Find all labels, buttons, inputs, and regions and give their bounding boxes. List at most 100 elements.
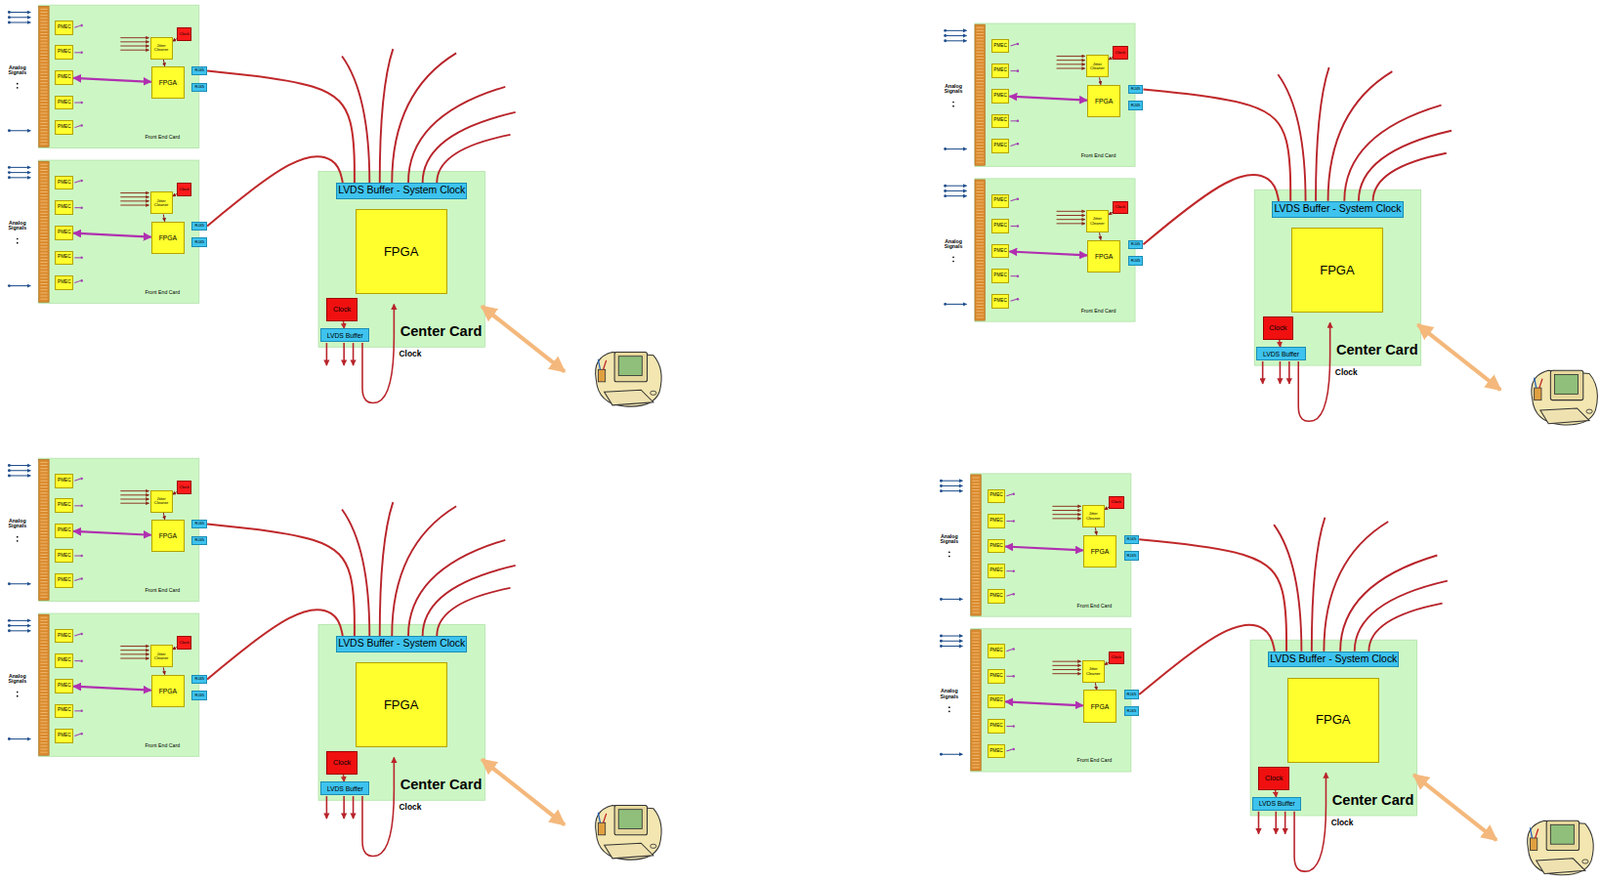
- pmec-chip: PMEC: [54, 548, 74, 564]
- connector-pin: [40, 489, 47, 491]
- jitter-cleaner-chip: Jitter Cleaner: [1082, 660, 1105, 683]
- analog-input-arrow: [945, 185, 968, 187]
- clock-oscillator: Clock: [326, 751, 357, 775]
- connector-pin: [40, 587, 47, 589]
- ellipsis-dot: [16, 242, 19, 245]
- node-text: PMEC: [57, 553, 72, 559]
- connector-pin: [40, 255, 47, 257]
- connector-pin: [976, 237, 984, 239]
- pmec-chip: PMEC: [54, 678, 74, 694]
- pmec-chip: PMEC: [991, 114, 1011, 129]
- ellipsis-dot: [16, 238, 19, 241]
- clock-cable: [1311, 517, 1326, 652]
- connector-pin: [40, 94, 47, 96]
- connector-pin: [40, 270, 47, 272]
- node-text: RJ45: [1131, 258, 1141, 263]
- rj45-connector: RJ45: [1128, 240, 1144, 250]
- node-text: FPGA: [159, 79, 177, 86]
- fpga-chip: FPGA: [1291, 227, 1384, 313]
- connector-pin: [971, 663, 979, 665]
- drawing-rect: [1550, 824, 1574, 844]
- connector-pin: [40, 212, 47, 214]
- connector-pin: [40, 674, 47, 676]
- chip-output-dot: [80, 179, 84, 183]
- connector-pin: [40, 526, 47, 528]
- connector-pin: [40, 535, 47, 537]
- chip-output-stub: [74, 207, 81, 209]
- connector-pin: [40, 666, 47, 668]
- connector-pin: [40, 66, 47, 68]
- connector-pin: [971, 635, 979, 637]
- connector-pin: [976, 30, 984, 32]
- connector-pin: [40, 653, 47, 655]
- node-text: Jitter Cleaner: [1084, 511, 1103, 521]
- front-end-card: PMECPMECPMECPMECPMECJitter CleanerClockF…: [39, 4, 200, 148]
- ellipsis-dot: [16, 695, 19, 698]
- card-board: [318, 625, 485, 801]
- analog-input-arrow: [8, 285, 31, 287]
- data-bus-arrow: [73, 233, 151, 238]
- node-text: RJ45: [194, 676, 205, 681]
- connector-pin: [40, 569, 47, 571]
- connector-pin: [971, 519, 979, 521]
- node-text: PMEC: [989, 673, 1004, 679]
- node-text: PMEC: [57, 180, 72, 186]
- analog-input-arrow: [940, 480, 963, 482]
- drawing-line: [1529, 827, 1532, 838]
- clock-output-arrow: [326, 342, 329, 366]
- connector-pin: [971, 477, 979, 479]
- connector-pin: [40, 20, 47, 22]
- node-text: Jitter Cleaner: [1088, 216, 1107, 226]
- center-card: LVDS Buffer - System ClockFPGAClockLVDS …: [318, 625, 485, 801]
- connector-pin: [971, 757, 979, 759]
- node-text: PMEC: [989, 544, 1004, 549]
- node-text: PMEC: [57, 205, 72, 211]
- chip-output-dot: [80, 554, 84, 558]
- node-text: RJ45: [194, 84, 205, 89]
- drawing-line: [1535, 829, 1539, 839]
- clock-input-line: [120, 494, 149, 496]
- connector-pin: [40, 631, 47, 633]
- network-cable: [1142, 174, 1279, 245]
- chip-output-dot: [1011, 569, 1015, 573]
- connector-pin: [971, 499, 979, 501]
- connector-pin: [976, 231, 984, 233]
- node-text: FPGA: [383, 698, 420, 713]
- connector-pin: [976, 36, 984, 38]
- connector-pin: [40, 221, 47, 223]
- connector-pin: [40, 693, 47, 695]
- connector-pin: [976, 270, 984, 272]
- connector-pin: [971, 608, 979, 610]
- pmec-chip: PMEC: [54, 175, 74, 191]
- clock-input-line: [1056, 218, 1086, 220]
- chip-output-dot: [80, 710, 84, 714]
- connector-pin: [976, 66, 984, 68]
- fpga-chip: FPGA: [151, 66, 185, 99]
- lvds-system-clock-buffer: LVDS Buffer - System Clock: [336, 635, 467, 653]
- connector-pin: [40, 647, 47, 649]
- front-end-card: PMECPMECPMECPMECPMECJitter CleanerClockF…: [970, 473, 1132, 617]
- chip-output-dot: [1011, 724, 1015, 728]
- network-cable: [207, 71, 355, 183]
- node-text: PMEC: [57, 633, 72, 639]
- clock-input-line: [120, 653, 149, 655]
- connector-pin: [976, 97, 984, 99]
- pmec-chip: PMEC: [987, 718, 1007, 734]
- connector-pin: [971, 510, 979, 512]
- connector-pin: [976, 106, 984, 108]
- connector-pin: [971, 631, 979, 633]
- connector-pin: [40, 252, 47, 254]
- connector-pin: [971, 660, 979, 662]
- connector-pin: [40, 182, 47, 184]
- connector-pin: [976, 103, 984, 105]
- fpga-chip: FPGA: [355, 209, 448, 295]
- connector-pin: [971, 693, 979, 695]
- drawing-line: [603, 360, 607, 370]
- node-text: FPGA: [159, 234, 177, 242]
- clock-signal-arrow: [163, 59, 165, 67]
- connector-pin: [40, 629, 47, 631]
- connector-pin: [976, 203, 984, 205]
- node-text: Front End Card: [144, 743, 180, 749]
- clock-oscillator: Clock: [176, 27, 193, 42]
- connector-pin: [40, 513, 47, 515]
